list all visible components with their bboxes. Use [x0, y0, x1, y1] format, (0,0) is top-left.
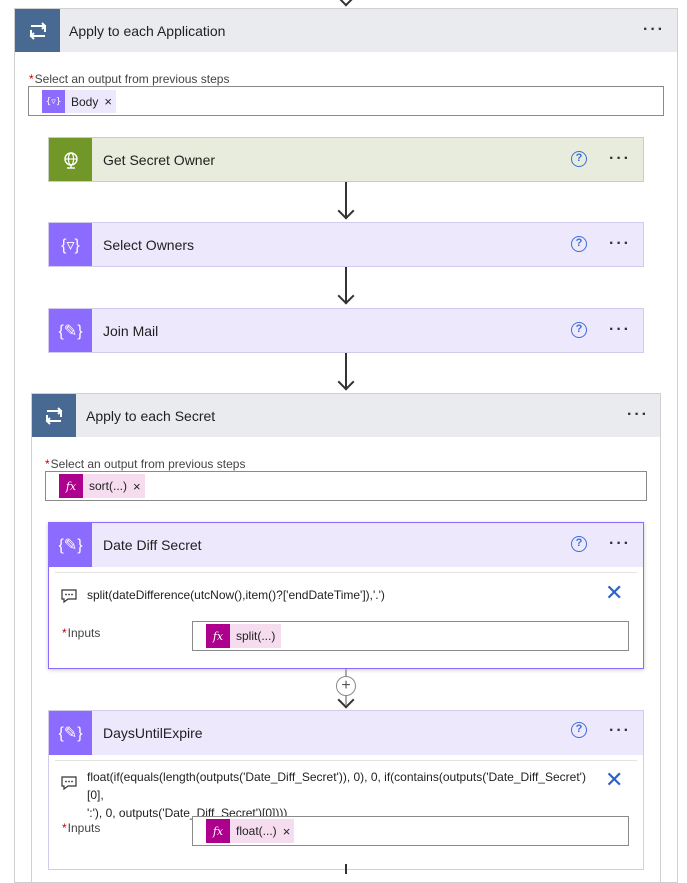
comment-icon: [61, 589, 77, 608]
outer-loop-title: Apply to each Application: [69, 23, 226, 39]
select-owners-card[interactable]: {▿} Select Owners: [48, 222, 644, 267]
days-until-expire-header[interactable]: {✎} DaysUntilExpire: [49, 711, 643, 755]
compose-icon: {✎}: [49, 523, 92, 567]
join-mail-card[interactable]: {✎} Join Mail: [48, 308, 644, 353]
outer-field-label: *Select an output from previous steps: [29, 72, 230, 86]
body-token-label: Body: [71, 94, 99, 109]
add-step-button[interactable]: +: [336, 676, 356, 696]
body-token[interactable]: {▿} Body ×: [42, 90, 116, 113]
float-token[interactable]: fx float(...) ×: [206, 819, 295, 843]
float-token-label: float(...): [236, 824, 277, 838]
more-options-button[interactable]: ···: [609, 722, 631, 739]
connector-line: [345, 353, 347, 389]
more-options-button[interactable]: ···: [609, 321, 631, 338]
split-token-label: split(...): [236, 629, 276, 643]
select-icon: {▿}: [49, 223, 92, 266]
sort-token-label: sort(...): [89, 479, 127, 493]
float-token-remove-button[interactable]: ×: [282, 823, 291, 839]
sort-token[interactable]: fx sort(...) ×: [59, 474, 145, 498]
sort-token-remove-button[interactable]: ×: [133, 478, 141, 494]
more-options-button[interactable]: ···: [609, 535, 631, 552]
close-icon[interactable]: ✕: [605, 768, 624, 793]
loop-icon: [32, 394, 76, 437]
inputs-field[interactable]: fx split(...): [192, 621, 629, 651]
inputs-field[interactable]: fx float(...) ×: [192, 816, 629, 846]
inputs-label: *Inputs: [62, 626, 101, 640]
top-arrow-icon: [337, 0, 355, 7]
more-options-button[interactable]: ···: [609, 235, 631, 252]
inner-output-input[interactable]: fx sort(...) ×: [45, 471, 647, 501]
divider: [55, 760, 637, 761]
inner-field-label: *Select an output from previous steps: [45, 457, 246, 471]
connector-line: [345, 182, 347, 218]
body-token-remove-button[interactable]: ×: [104, 94, 112, 109]
compose-icon: {✎}: [49, 309, 92, 352]
card-title: DaysUntilExpire: [103, 725, 203, 741]
split-token[interactable]: fx split(...): [206, 624, 282, 648]
compose-icon: {✎}: [49, 711, 92, 755]
connector-line: [345, 267, 347, 303]
loop-icon: [15, 9, 60, 52]
card-title: Join Mail: [103, 322, 159, 339]
card-title: Get Secret Owner: [103, 151, 216, 168]
date-diff-secret-header[interactable]: {✎} Date Diff Secret: [49, 523, 643, 567]
expression-text[interactable]: float(if(equals(length(outputs('Date_Dif…: [87, 768, 597, 822]
fx-icon: fx: [206, 819, 230, 843]
http-icon: [49, 138, 92, 181]
expression-line-1: float(if(equals(length(outputs('Date_Dif…: [87, 770, 586, 802]
comment-icon: [61, 776, 77, 795]
help-icon[interactable]: ?: [571, 151, 587, 167]
outer-loop-more-button[interactable]: ···: [643, 21, 665, 38]
help-icon[interactable]: ?: [571, 536, 587, 552]
fx-icon: fx: [206, 624, 230, 648]
card-title: Date Diff Secret: [103, 537, 202, 553]
outer-loop-header[interactable]: [15, 9, 677, 52]
more-options-button[interactable]: ···: [609, 150, 631, 167]
help-icon[interactable]: ?: [571, 722, 587, 738]
divider: [55, 572, 637, 573]
close-icon[interactable]: ✕: [605, 581, 624, 606]
expression-text[interactable]: split(dateDifference(utcNow(),item()?['e…: [87, 588, 385, 602]
card-title: Select Owners: [103, 236, 195, 253]
help-icon[interactable]: ?: [571, 236, 587, 252]
inputs-label: *Inputs: [62, 821, 101, 835]
get-secret-owner-card[interactable]: Get Secret Owner: [48, 137, 644, 182]
inner-loop-more-button[interactable]: ···: [627, 406, 649, 423]
connector-line: [345, 864, 347, 874]
data-op-icon: {▿}: [42, 90, 65, 113]
help-icon[interactable]: ?: [571, 322, 587, 338]
inner-loop-header[interactable]: [32, 394, 660, 437]
fx-icon: fx: [59, 474, 83, 498]
outer-output-input[interactable]: {▿} Body ×: [28, 86, 664, 116]
inner-loop-title: Apply to each Secret: [86, 408, 216, 424]
